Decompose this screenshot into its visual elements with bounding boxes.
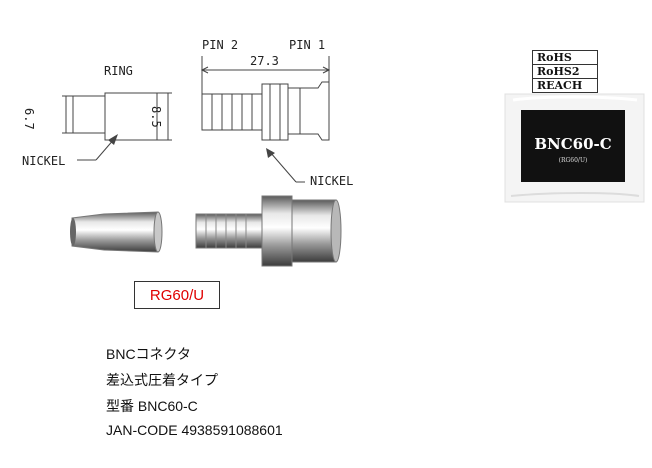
product-jan-code: JAN-CODE 4938591088601 — [106, 422, 283, 438]
dimension-ring-inner: 6.7 — [22, 108, 36, 130]
nickel-arrow-left — [108, 134, 118, 145]
nickel-arrow-right — [266, 148, 275, 158]
package-sub: (RG60/U) — [558, 156, 588, 164]
pin1-label: PIN 1 — [289, 38, 326, 52]
package-photo: BNC60-C (RG60/U) — [503, 92, 646, 204]
cert-rohs: RoHS — [532, 50, 598, 65]
pin2-label: PIN 2 — [202, 38, 239, 52]
product-type: 差込式圧着タイプ — [106, 372, 218, 388]
cable-type-box: RG60/U — [134, 281, 220, 309]
dimension-length: 27.3 — [250, 54, 279, 68]
cert-reach: REACH — [532, 78, 598, 93]
certification-table: RoHS RoHS2 REACH — [532, 50, 598, 93]
cable-type-label: RG60/U — [149, 286, 205, 304]
package-label: BNC60-C (RG60/U) — [521, 110, 625, 182]
package-model: BNC60-C — [534, 134, 612, 153]
dimension-ring-outer: 8.5 — [149, 106, 163, 128]
connector-drawing — [200, 56, 331, 183]
cert-rohs2: RoHS2 — [532, 64, 598, 79]
ring-label: RING — [104, 64, 133, 78]
nickel-label-right: NICKEL — [310, 174, 354, 188]
product-name: BNCコネクタ — [106, 346, 191, 362]
product-model: 型番 BNC60-C — [106, 398, 198, 414]
nickel-label-left: NICKEL — [22, 154, 66, 168]
ring-photo — [70, 211, 163, 253]
connector-photo — [195, 195, 342, 267]
